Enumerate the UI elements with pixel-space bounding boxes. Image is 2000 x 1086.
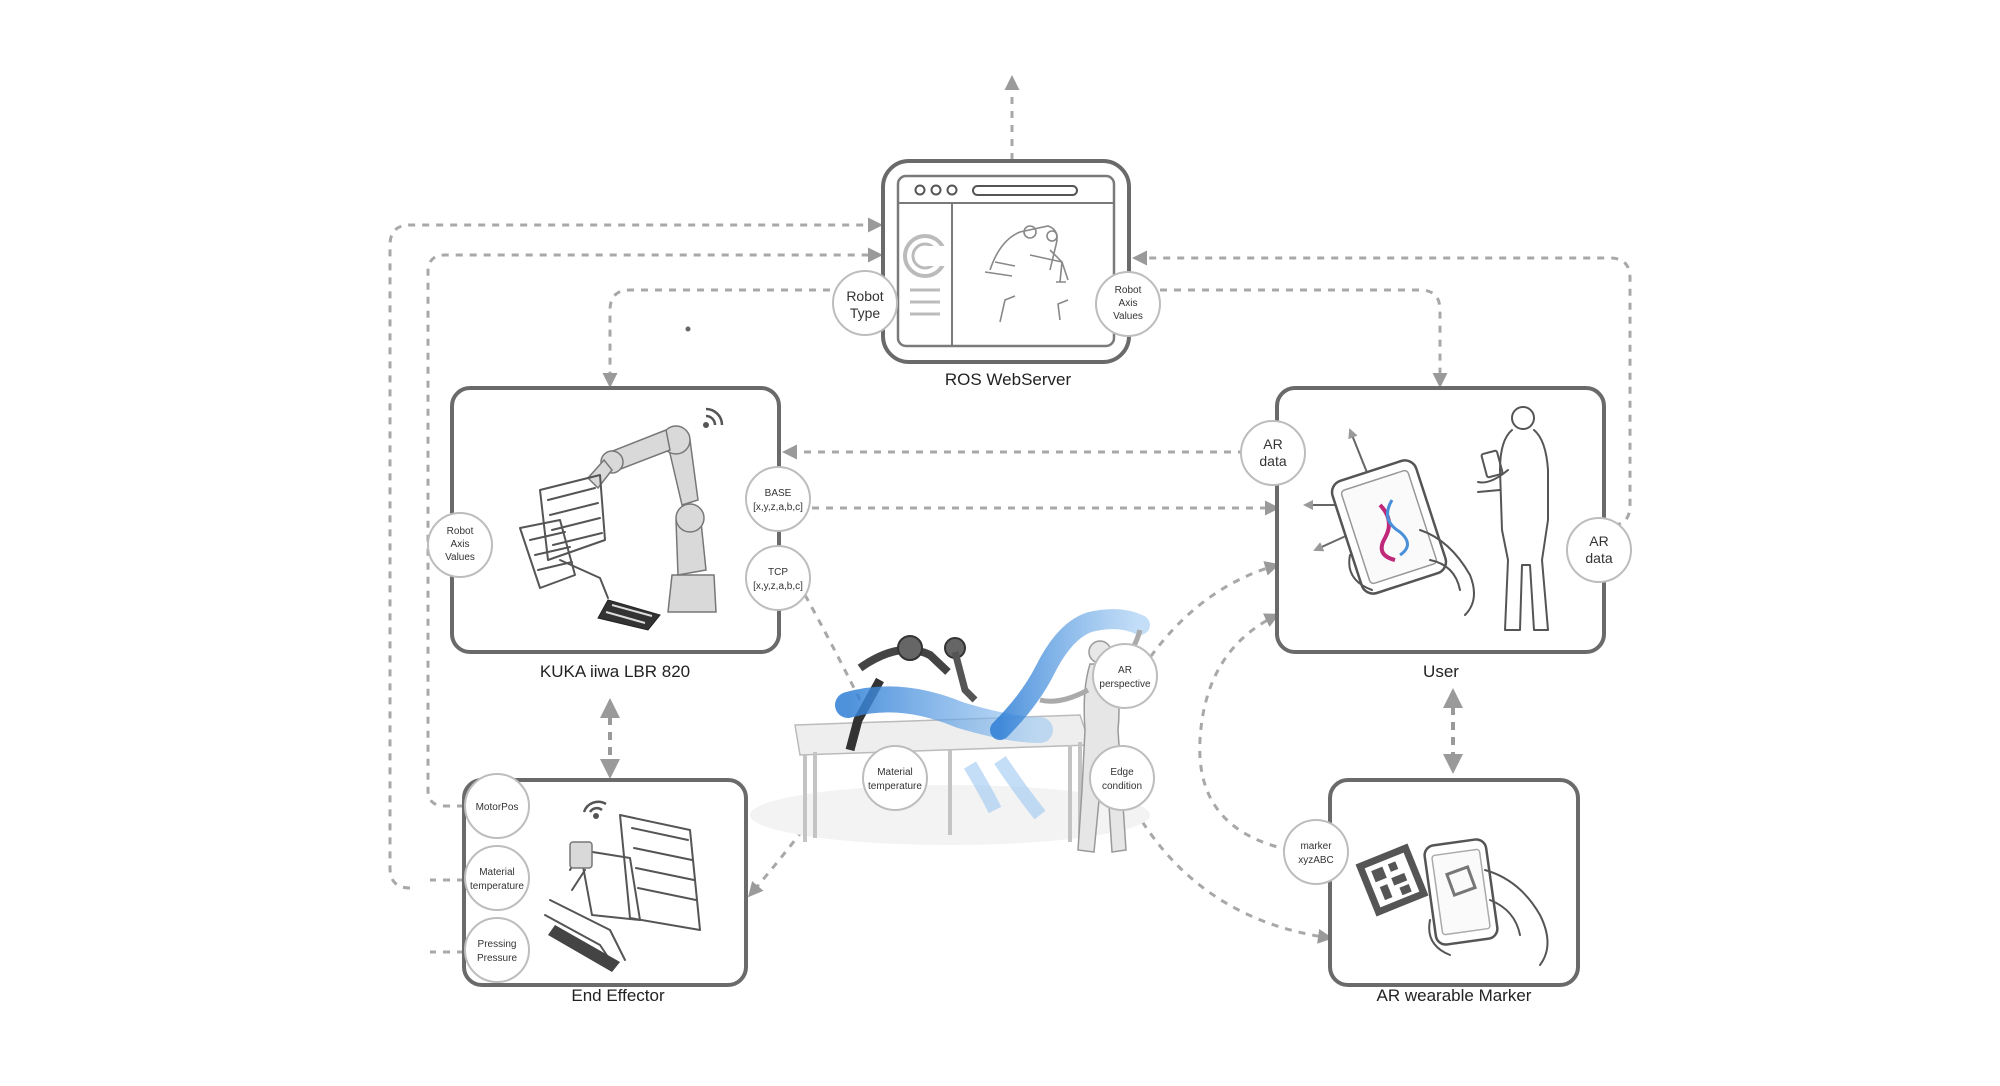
ar-marker-label: AR wearable Marker: [1377, 986, 1532, 1005]
bubble-text: Edge: [1110, 767, 1134, 778]
bubble-text: Axis: [451, 539, 470, 550]
ar-marker-node[interactable]: [1328, 778, 1580, 987]
bubble-robot-type: Robot Type: [832, 270, 898, 336]
end-effector-node[interactable]: [462, 778, 748, 987]
wifi-icon: [703, 407, 724, 428]
ros-webserver-node[interactable]: [881, 159, 1131, 364]
end-effector-frame: [462, 778, 748, 987]
bubble-tcp: TCP [x,y,z,a,b,c]: [745, 545, 811, 611]
robot-sketch-thumbnail: [984, 225, 1069, 323]
bubble-text: data: [1259, 453, 1286, 469]
qr-marker-icon: [1355, 843, 1429, 917]
bubble-text: Values: [1113, 311, 1143, 322]
bubble-text: condition: [1102, 781, 1142, 792]
bubble-text: marker: [1300, 841, 1332, 852]
bubble-text: BASE: [765, 488, 792, 499]
bubble-text: Material: [479, 867, 515, 878]
bubble-text: data: [1585, 550, 1612, 566]
end-effector-label: End Effector: [571, 986, 665, 1005]
bubble-ar-data-right: AR data: [1566, 517, 1632, 583]
user-frame: [1275, 386, 1606, 654]
phone-scanning-illustration: [1423, 838, 1549, 966]
bubble-text: MotorPos: [476, 802, 519, 813]
kuka-node[interactable]: [450, 386, 781, 654]
bubble-base: BASE [x,y,z,a,b,c]: [745, 466, 811, 532]
user-label: User: [1423, 662, 1459, 681]
bubble-text: [x,y,z,a,b,c]: [753, 502, 803, 513]
scene-to-end-effector: [748, 807, 822, 898]
user-node[interactable]: [1275, 386, 1606, 654]
bubble-text: xyzABC: [1298, 855, 1334, 866]
bubble-text: Robot: [447, 526, 474, 537]
bubble-edge-condition: Edge condition: [1089, 745, 1155, 811]
ros-logo-icon: [903, 234, 949, 278]
kuka-robot-illustration: [519, 425, 717, 631]
address-bar: [972, 185, 1078, 196]
bubble-text: Type: [850, 305, 881, 321]
scene-to-ar-marker: [1133, 809, 1333, 944]
right-outer-loop: [1132, 250, 1632, 527]
bubble-material-temperature-left: Material temperature: [464, 845, 530, 911]
bubble-ar-perspective: AR perspective: [1092, 643, 1158, 709]
bubble-text: Pressure: [477, 953, 517, 964]
end-effector-illustration: [544, 814, 701, 972]
person-silhouette: [1477, 406, 1549, 631]
bubble-material-temperature-center: Material temperature: [862, 745, 928, 811]
bubble-text: AR: [1263, 436, 1282, 452]
bubble-text: Pressing: [478, 939, 517, 950]
stray-dot: [685, 326, 691, 332]
bubble-robot-axis-values-left: Robot Axis Values: [427, 512, 493, 578]
bubble-text: TCP: [768, 567, 788, 578]
ar-curve-blue: [1386, 499, 1409, 557]
scene-to-user: [1133, 561, 1280, 681]
window-dot-icon: [930, 184, 942, 196]
phone-in-hand-illustration: [1330, 459, 1475, 616]
bubble-text: temperature: [868, 781, 922, 792]
bubble-text: Material: [877, 767, 913, 778]
window-dot-icon: [946, 184, 958, 196]
bubble-text: AR: [1118, 665, 1132, 676]
wifi-icon: [582, 800, 607, 819]
bubble-text: temperature: [470, 881, 524, 892]
bubble-text: [x,y,z,a,b,c]: [753, 581, 803, 592]
window-dot-icon: [914, 184, 926, 196]
ros-to-kuka: [602, 288, 830, 388]
bent-material-sheet: [835, 686, 1053, 743]
bubble-text: AR: [1589, 533, 1608, 549]
kuka-label: KUKA iiwa LBR 820: [540, 662, 690, 681]
ros-to-user: [1160, 288, 1448, 388]
bubble-text: Axis: [1119, 298, 1138, 309]
bubble-text: Robot: [846, 288, 883, 304]
bubble-pressing-pressure: Pressing Pressure: [464, 917, 530, 983]
bubble-text: Values: [445, 552, 475, 563]
ros-webserver-label: ROS WebServer: [945, 370, 1072, 389]
bubble-text: perspective: [1099, 679, 1151, 690]
bubble-robot-axis-values-top: Robot Axis Values: [1095, 271, 1161, 337]
menu-lines-icon: [910, 288, 940, 316]
bubble-ar-data-left: AR data: [1240, 420, 1306, 486]
marker-to-user: [1198, 613, 1291, 852]
connections: [388, 75, 1632, 954]
tcp-to-scene: [803, 594, 862, 701]
bubble-motorpos: MotorPos: [464, 773, 530, 839]
bubble-marker: marker xyzABC: [1283, 819, 1349, 885]
central-fabrication-scene: [750, 609, 1150, 853]
bubble-text: Robot: [1115, 285, 1142, 296]
